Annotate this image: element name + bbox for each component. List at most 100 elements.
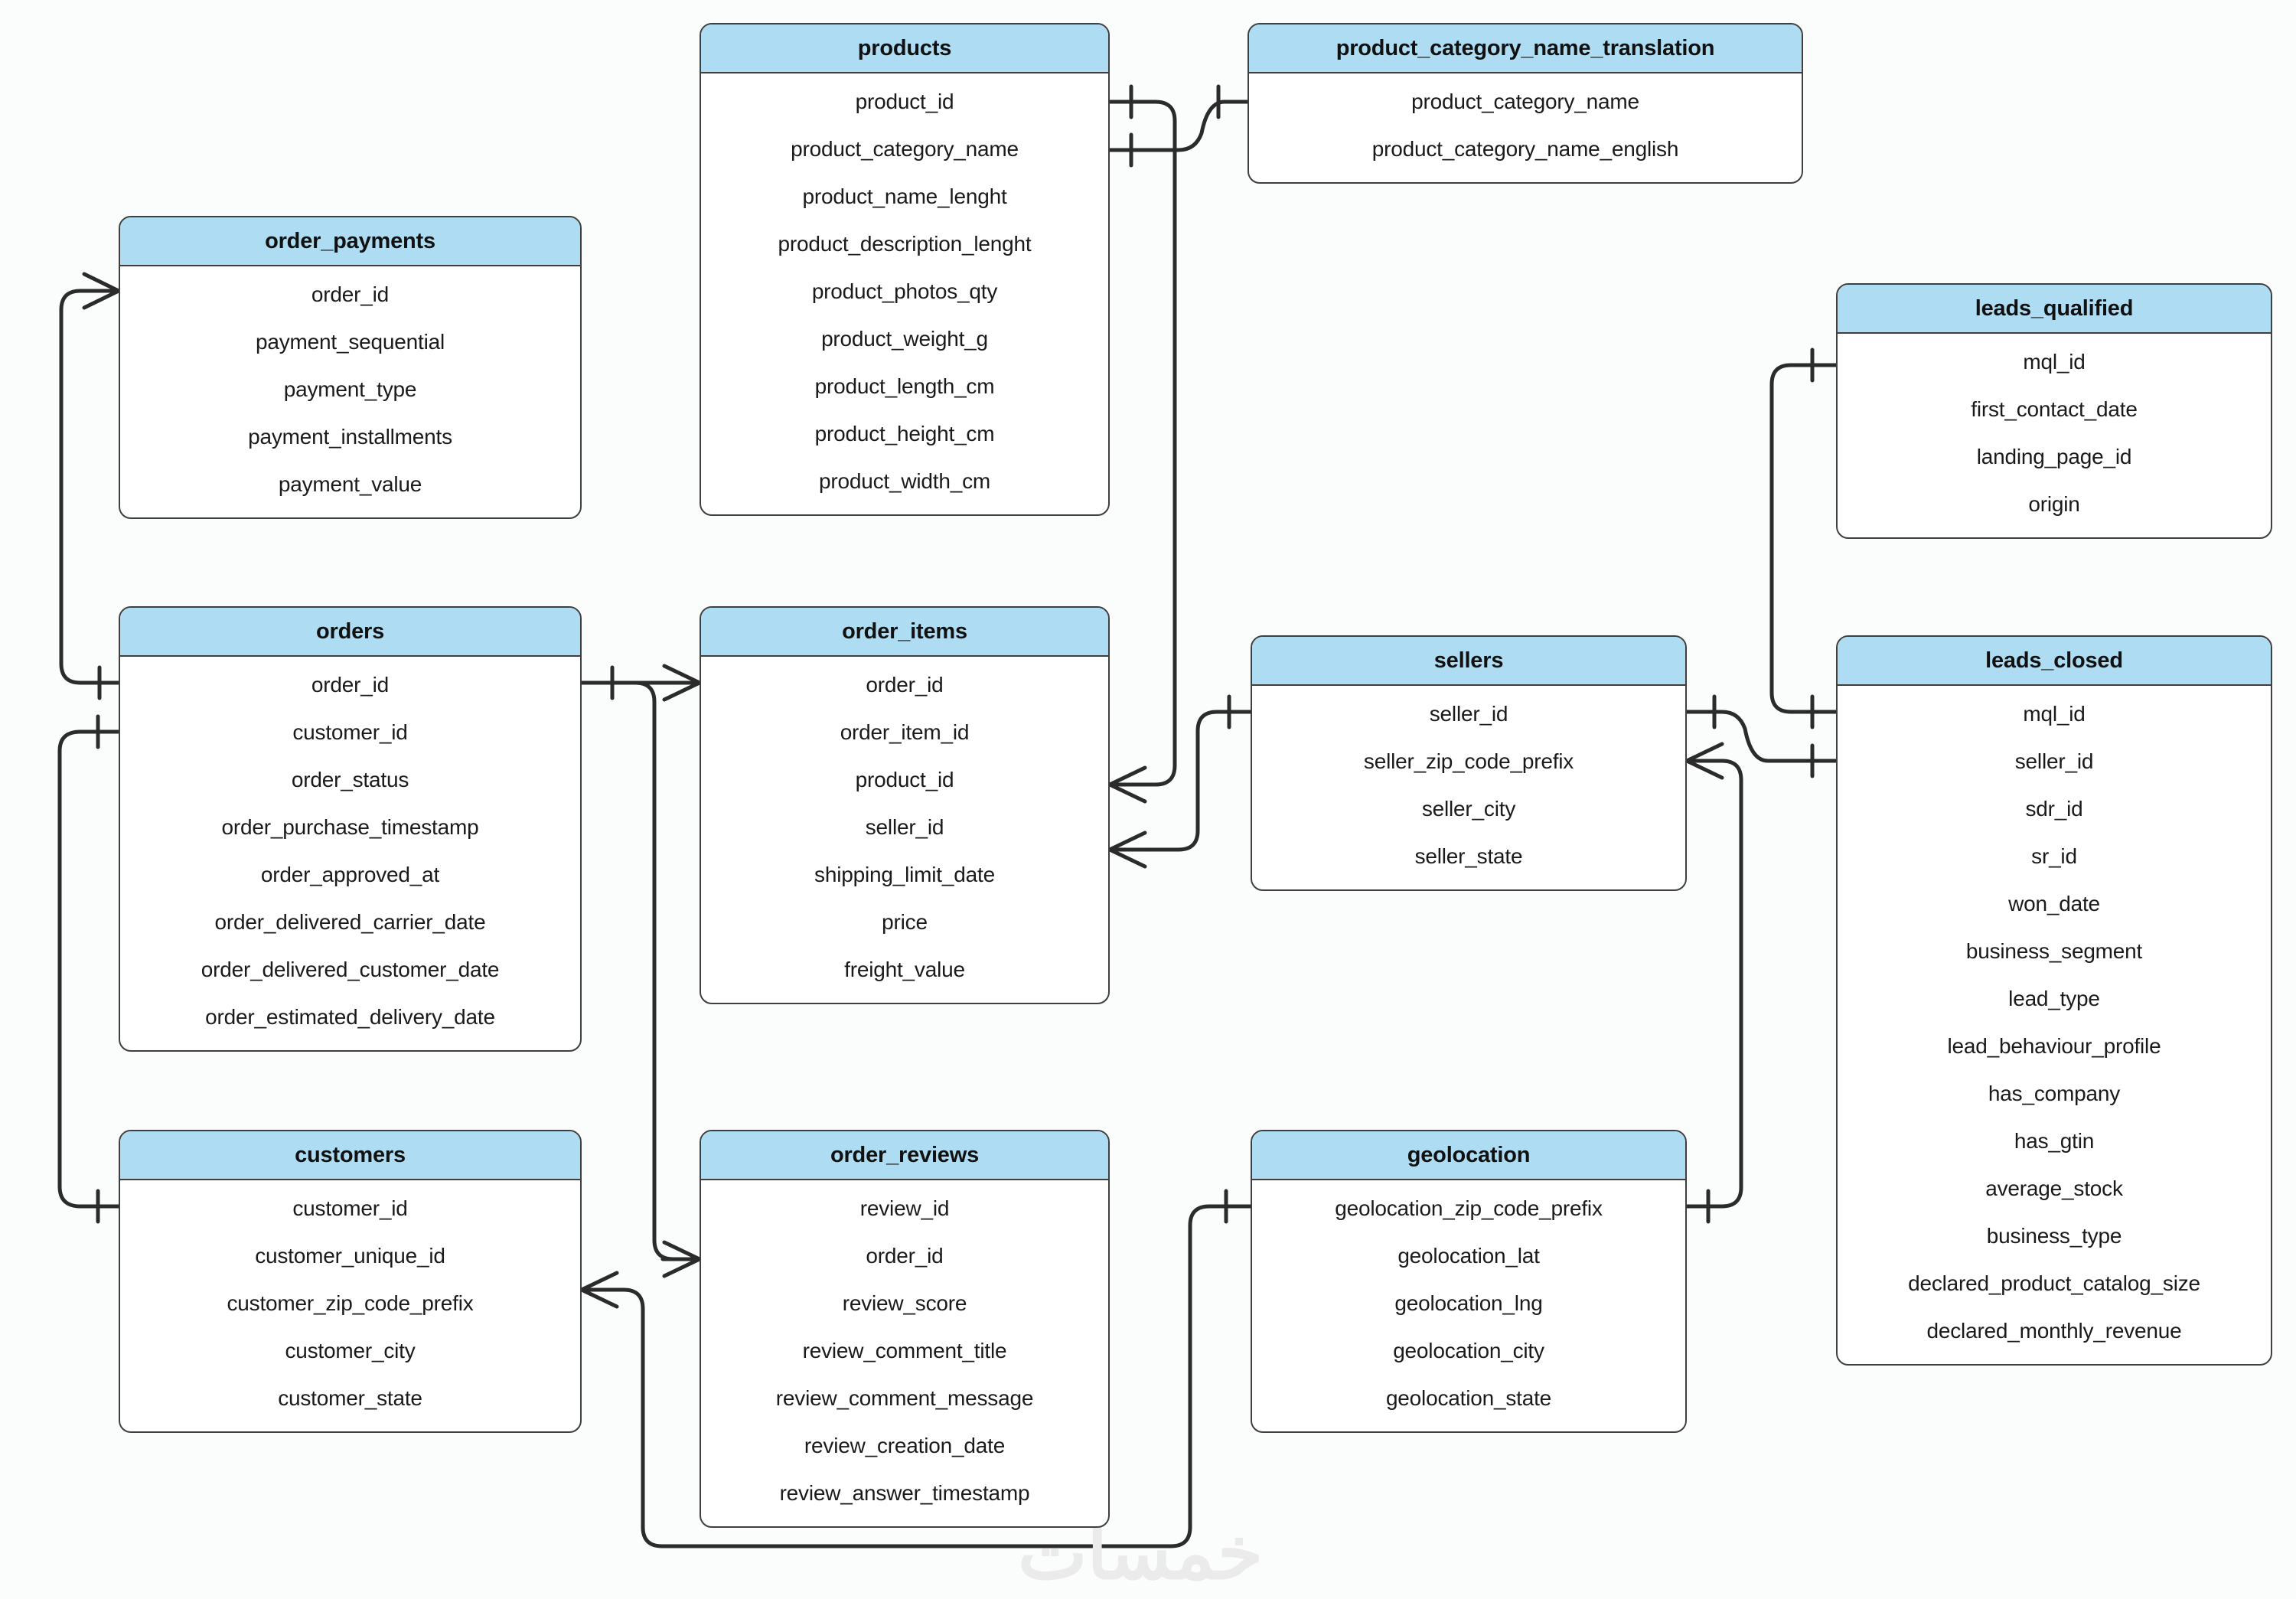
field-leads_closed-average_stock[interactable]: average_stock xyxy=(1985,1176,2123,1200)
field-orders-order_purchase_timestamp[interactable]: order_purchase_timestamp xyxy=(221,815,479,839)
entity-order_items[interactable]: order_items order_id order_item_id product_… xyxy=(700,606,1110,1004)
field-product_category_name_translation-product_category_name_english[interactable]: product_category_name_english xyxy=(1371,137,1679,161)
edge-products-order-items xyxy=(1107,84,1177,804)
field-order_payments-payment_installments[interactable]: payment_installments xyxy=(248,425,452,449)
entity-fields-orders: order_id customer_id order_status order_pur… xyxy=(120,657,580,1050)
field-leads_qualified-origin[interactable]: origin xyxy=(2028,492,2080,516)
field-order_reviews-review_answer_timestamp[interactable]: review_answer_timestamp xyxy=(779,1481,1030,1505)
edge-orders-order-items xyxy=(579,664,702,702)
field-products-product_photos_qty[interactable]: product_photos_qty xyxy=(811,279,998,303)
field-order_reviews-review_comment_message[interactable]: review_comment_message xyxy=(775,1386,1034,1410)
field-order_reviews-review_creation_date[interactable]: review_creation_date xyxy=(804,1434,1006,1457)
field-order_items-shipping_limit_date[interactable]: shipping_limit_date xyxy=(814,863,995,886)
field-sellers-seller_city[interactable]: seller_city xyxy=(1421,797,1516,821)
field-products-product_category_name[interactable]: product_category_name xyxy=(791,137,1019,161)
field-order_items-freight_value[interactable]: freight_value xyxy=(844,958,965,981)
field-products-product_description_lenght[interactable]: product_description_lenght xyxy=(778,232,1032,256)
entity-fields-order_items: order_id order_item_id product_id seller_id… xyxy=(701,657,1108,1003)
field-order_items-order_id[interactable]: order_id xyxy=(866,673,944,697)
field-products-product_width_cm[interactable]: product_width_cm xyxy=(818,469,991,493)
field-order_reviews-review_id[interactable]: review_id xyxy=(859,1196,950,1220)
edge-leads-qualified-leads-closed xyxy=(1769,348,1838,729)
field-order_payments-payment_type[interactable]: payment_type xyxy=(283,377,417,401)
field-geolocation-geolocation_zip_code_prefix[interactable]: geolocation_zip_code_prefix xyxy=(1335,1196,1603,1220)
entity-title-order_items: order_items xyxy=(701,608,1108,657)
field-order_reviews-order_id[interactable]: order_id xyxy=(866,1244,944,1268)
field-orders-order_delivered_carrier_date[interactable]: order_delivered_carrier_date xyxy=(214,910,486,934)
field-leads_closed-business_segment[interactable]: business_segment xyxy=(1965,939,2143,963)
entity-fields-geolocation: geolocation_zip_code_prefix geolocation_l… xyxy=(1252,1180,1685,1431)
field-products-product_name_lenght[interactable]: product_name_lenght xyxy=(802,184,1007,208)
edge-orders-order-payments xyxy=(59,272,121,700)
field-products-product_height_cm[interactable]: product_height_cm xyxy=(814,422,995,445)
edge-geolocation-sellers xyxy=(1684,742,1743,1224)
edge-sellers-order-items xyxy=(1107,694,1253,869)
field-customers-customer_city[interactable]: customer_city xyxy=(285,1339,416,1362)
entity-title-products: products xyxy=(701,24,1108,73)
field-orders-order_estimated_delivery_date[interactable]: order_estimated_delivery_date xyxy=(205,1005,495,1029)
entity-fields-order_reviews: review_id order_id review_score review_comm… xyxy=(701,1180,1108,1526)
field-orders-order_id[interactable]: order_id xyxy=(311,673,390,697)
field-leads_closed-has_company[interactable]: has_company xyxy=(1988,1082,2121,1105)
field-leads_qualified-landing_page_id[interactable]: landing_page_id xyxy=(1976,445,2132,468)
field-leads_closed-lead_behaviour_profile[interactable]: lead_behaviour_profile xyxy=(1947,1034,2161,1058)
field-leads_closed-seller_id[interactable]: seller_id xyxy=(2014,749,2094,773)
field-customers-customer_unique_id[interactable]: customer_unique_id xyxy=(255,1244,445,1268)
field-order_items-product_id[interactable]: product_id xyxy=(855,768,954,791)
field-product_category_name_translation-product_category_name[interactable]: product_category_name xyxy=(1411,90,1639,113)
field-sellers-seller_zip_code_prefix[interactable]: seller_zip_code_prefix xyxy=(1363,749,1574,773)
field-leads_closed-declared_product_catalog_size[interactable]: declared_product_catalog_size xyxy=(1908,1271,2200,1295)
entity-title-orders: orders xyxy=(120,608,580,657)
field-order_reviews-review_score[interactable]: review_score xyxy=(842,1291,967,1315)
field-products-product_id[interactable]: product_id xyxy=(855,90,954,113)
field-leads_closed-declared_monthly_revenue[interactable]: declared_monthly_revenue xyxy=(1926,1319,2182,1343)
field-order_payments-payment_sequential[interactable]: payment_sequential xyxy=(255,330,445,354)
field-geolocation-geolocation_state[interactable]: geolocation_state xyxy=(1385,1386,1552,1410)
field-customers-customer_id[interactable]: customer_id xyxy=(292,1196,408,1220)
field-sellers-seller_state[interactable]: seller_state xyxy=(1414,844,1523,868)
field-leads_qualified-first_contact_date[interactable]: first_contact_date xyxy=(1971,397,2138,421)
field-order_items-order_item_id[interactable]: order_item_id xyxy=(840,720,970,744)
field-leads_closed-won_date[interactable]: won_date xyxy=(2008,892,2100,915)
field-leads_closed-sdr_id[interactable]: sdr_id xyxy=(2025,797,2083,821)
field-geolocation-geolocation_city[interactable]: geolocation_city xyxy=(1393,1339,1544,1362)
edge-orders-order-reviews xyxy=(633,680,702,1278)
field-sellers-seller_id[interactable]: seller_id xyxy=(1429,702,1508,726)
field-products-product_weight_g[interactable]: product_weight_g xyxy=(821,327,988,351)
field-customers-customer_state[interactable]: customer_state xyxy=(278,1386,422,1410)
field-order_payments-payment_value[interactable]: payment_value xyxy=(278,472,422,496)
field-orders-order_approved_at[interactable]: order_approved_at xyxy=(260,863,440,886)
field-order_items-seller_id[interactable]: seller_id xyxy=(865,815,944,839)
field-leads_closed-sr_id[interactable]: sr_id xyxy=(2031,844,2077,868)
field-orders-order_delivered_customer_date[interactable]: order_delivered_customer_date xyxy=(201,958,500,981)
entity-fields-customers: customer_id customer_unique_id customer_zi… xyxy=(120,1180,580,1431)
field-order_items-price[interactable]: price xyxy=(882,910,928,934)
field-orders-order_status[interactable]: order_status xyxy=(291,768,409,791)
field-leads_closed-mql_id[interactable]: mql_id xyxy=(2023,702,2086,726)
field-geolocation-geolocation_lng[interactable]: geolocation_lng xyxy=(1394,1291,1543,1315)
field-leads_closed-lead_type[interactable]: lead_type xyxy=(2008,987,2100,1010)
field-leads_closed-has_gtin[interactable]: has_gtin xyxy=(2014,1129,2095,1153)
entity-title-product_category_name_translation: product_category_name_translation xyxy=(1249,24,1802,73)
field-products-product_length_cm[interactable]: product_length_cm xyxy=(814,374,995,398)
field-geolocation-geolocation_lat[interactable]: geolocation_lat xyxy=(1397,1244,1540,1268)
field-orders-customer_id[interactable]: customer_id xyxy=(292,720,408,744)
field-customers-customer_zip_code_prefix[interactable]: customer_zip_code_prefix xyxy=(227,1291,474,1315)
field-leads_closed-business_type[interactable]: business_type xyxy=(1986,1224,2122,1248)
entity-title-leads_qualified: leads_qualified xyxy=(1838,285,2271,334)
field-order_payments-order_id[interactable]: order_id xyxy=(311,282,390,306)
field-leads_qualified-mql_id[interactable]: mql_id xyxy=(2023,350,2086,374)
field-order_reviews-review_comment_title[interactable]: review_comment_title xyxy=(802,1339,1007,1362)
